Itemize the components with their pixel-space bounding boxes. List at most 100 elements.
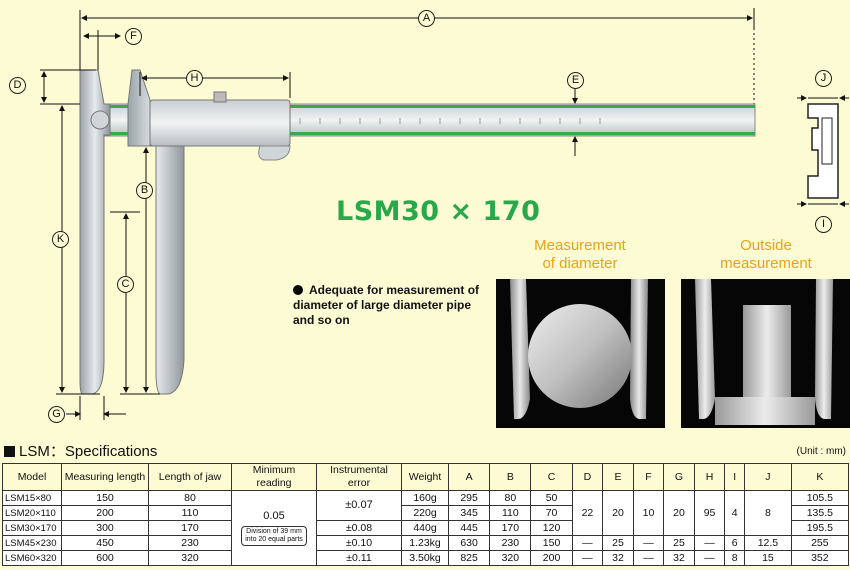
cell-b: 320	[489, 550, 532, 566]
cell-minimum-reading: 0.05 Division of 39 mm into 20 equal par…	[231, 490, 317, 566]
dim-label-g: G	[48, 406, 65, 423]
photo-caption-outside: Outside measurement	[696, 237, 836, 273]
cell-length-of-jaw: 80	[148, 490, 232, 506]
scale-stripe	[80, 105, 755, 108]
cell-model: LSM30×170	[2, 520, 62, 536]
spec-table: Model Measuring length Length of jaw Min…	[2, 463, 850, 566]
cell-a: 825	[447, 550, 491, 566]
col-a: A	[447, 463, 491, 491]
dim-label-a: A	[418, 10, 435, 27]
cell-b: 170	[489, 520, 532, 536]
cell-i: 4	[724, 490, 746, 536]
cell-f: —	[632, 550, 665, 566]
table-row: LSM60×320 600 320 ±0.11 3.50kg 825 320 2…	[2, 550, 850, 566]
col-h: H	[693, 463, 726, 491]
fixed-jaw	[79, 69, 111, 395]
cell-j: 8	[744, 490, 792, 536]
cell-j: 12.5	[744, 535, 792, 551]
square-bullet-icon	[4, 446, 15, 457]
feature-bullet: Adequate for measurement of diameter of …	[293, 283, 493, 328]
cell-b: 80	[489, 490, 532, 506]
cell-a: 345	[447, 505, 491, 521]
cell-length-of-jaw: 230	[148, 535, 232, 551]
cell-measuring-length: 600	[61, 550, 149, 566]
cell-model: LSM15×80	[2, 490, 62, 506]
spec-heading-text: LSM：Specifications	[19, 443, 158, 460]
col-minimum-reading: Minimum reading	[231, 463, 317, 491]
cell-e: 20	[602, 490, 634, 536]
cell-j: 15	[744, 550, 792, 566]
col-b: B	[489, 463, 532, 491]
cell-c: 200	[530, 550, 573, 566]
cell-a: 295	[447, 490, 491, 506]
cell-a: 630	[447, 535, 491, 551]
cell-g: 25	[663, 535, 695, 551]
spec-heading: LSM：Specifications	[4, 440, 157, 461]
cell-measuring-length: 300	[61, 520, 149, 536]
cell-k: 255	[790, 535, 850, 551]
slider	[149, 99, 291, 147]
photo-caption-diameter: Measurement of diameter	[510, 237, 650, 273]
col-d: D	[571, 463, 604, 491]
moving-jaw	[127, 69, 185, 395]
cell-h: —	[693, 550, 726, 566]
note-line: Division of 39 mm	[246, 528, 302, 535]
col-length-of-jaw: Length of jaw	[148, 463, 232, 491]
note-line: into 20 equal parts	[245, 536, 303, 543]
col-k: K	[790, 463, 850, 491]
min-reading-value: 0.05	[263, 510, 285, 522]
cell-e: 25	[602, 535, 634, 551]
cell-c: 120	[530, 520, 573, 536]
col-f: F	[632, 463, 665, 491]
photo-measurement-diameter	[496, 279, 665, 428]
col-model: Model	[2, 463, 62, 491]
dim-label-c: C	[117, 276, 134, 293]
col-instrumental-error: Instrumental error	[316, 463, 402, 491]
col-c: C	[530, 463, 573, 491]
cell-weight: 440g	[401, 520, 449, 536]
model-title: LSM30 × 170	[336, 196, 541, 227]
cell-length-of-jaw: 320	[148, 550, 232, 566]
cell-k: 195.5	[790, 520, 850, 536]
cell-g: 20	[663, 490, 695, 536]
cell-f: —	[632, 535, 665, 551]
cell-c: 70	[530, 505, 573, 521]
cell-measuring-length: 450	[61, 535, 149, 551]
cell-weight: 3.50kg	[401, 550, 449, 566]
cell-d: —	[571, 535, 604, 551]
cell-f: 10	[632, 490, 665, 536]
cell-measuring-length: 150	[61, 490, 149, 506]
cell-i: 6	[724, 535, 746, 551]
cell-weight: 1.23kg	[401, 535, 449, 551]
cell-g: 32	[663, 550, 695, 566]
col-measuring-length: Measuring length	[61, 463, 149, 491]
cell-h: 95	[693, 490, 726, 536]
cell-k: 352	[790, 550, 850, 566]
cell-k: 135.5	[790, 505, 850, 521]
unit-note: (Unit : mm)	[796, 446, 846, 457]
cell-model: LSM60×320	[2, 550, 62, 566]
dim-label-f: F	[125, 28, 142, 45]
col-e: E	[602, 463, 634, 491]
cell-weight: 220g	[401, 505, 449, 521]
col-i: I	[724, 463, 746, 491]
dim-label-e: E	[567, 72, 584, 89]
cell-d: 22	[571, 490, 604, 536]
cell-d: —	[571, 550, 604, 566]
cell-c: 150	[530, 535, 573, 551]
caption-line: Outside	[740, 237, 792, 254]
caption-line: measurement	[720, 255, 812, 272]
dim-label-k: K	[52, 231, 69, 248]
cell-length-of-jaw: 170	[148, 520, 232, 536]
feature-bullet-text: Adequate for measurement of diameter of …	[293, 283, 480, 327]
dim-label-i: I	[815, 216, 832, 233]
cell-instrumental-error: ±0.11	[316, 550, 402, 566]
cell-b: 230	[489, 535, 532, 551]
col-j: J	[744, 463, 792, 491]
cell-instrumental-error: ±0.10	[316, 535, 402, 551]
min-reading-note: Division of 39 mm into 20 equal parts	[241, 526, 307, 546]
cell-a: 445	[447, 520, 491, 536]
caption-line: of diameter	[542, 255, 618, 272]
photo-outside-measurement	[681, 279, 850, 428]
cell-i: 8	[724, 550, 746, 566]
